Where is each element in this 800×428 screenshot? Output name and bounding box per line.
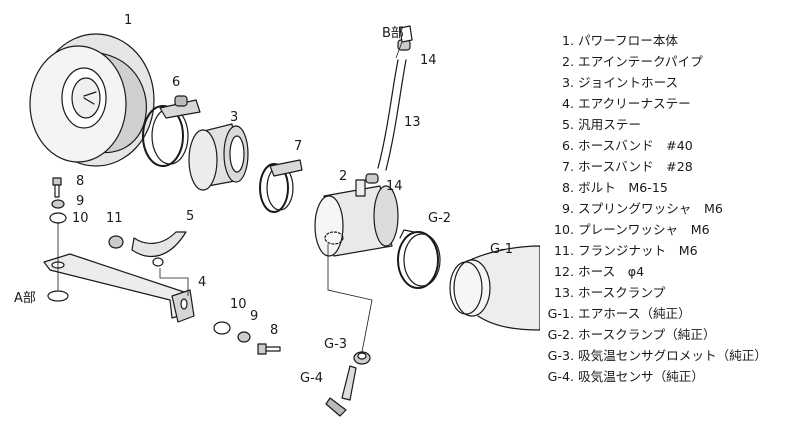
callout-b-part: B部 bbox=[382, 26, 404, 41]
intake-temp-sensor-grommet bbox=[353, 351, 371, 365]
parts-list-item: 3. ジョイントホース bbox=[561, 75, 679, 90]
parts-list-item: 1. パワーフロー本体 bbox=[561, 33, 679, 48]
joint-hose bbox=[188, 123, 249, 191]
genuine-hose-clamp bbox=[397, 229, 441, 289]
callout-4: 4 bbox=[198, 275, 206, 290]
callout-7: 7 bbox=[294, 139, 302, 154]
parts-list-item: G-3. 吸気温センサグロメット（純正） bbox=[547, 348, 767, 363]
callout-2: 2 bbox=[339, 169, 347, 184]
callout-g2: G-2 bbox=[428, 211, 451, 226]
parts-list-item: 12. ホース φ4 bbox=[553, 264, 645, 279]
callout-10-left: 10 bbox=[72, 211, 89, 226]
callout-9-left: 9 bbox=[76, 194, 84, 209]
callout-6: 6 bbox=[172, 75, 180, 90]
parts-list-item: G-1. エアホース（純正） bbox=[547, 306, 691, 321]
plain-washer-left bbox=[49, 212, 67, 224]
callout-14-bottom: 14 bbox=[386, 179, 403, 194]
hose-clip-bottom bbox=[365, 173, 379, 184]
callout-3: 3 bbox=[230, 110, 238, 125]
parts-list-item: 8. ボルト M6-15 bbox=[561, 180, 668, 195]
hose-13 bbox=[377, 59, 407, 171]
callout-g4: G-4 bbox=[300, 371, 323, 386]
callout-a-part: A部 bbox=[14, 291, 36, 306]
callout-9-right: 9 bbox=[250, 309, 258, 324]
callout-g3: G-3 bbox=[324, 337, 347, 352]
callout-10-right: 10 bbox=[230, 297, 247, 312]
callout-5: 5 bbox=[186, 209, 194, 224]
callout-11: 11 bbox=[106, 211, 123, 226]
plain-washer-right bbox=[213, 321, 231, 335]
parts-list-item: 9. スプリングワッシャ M6 bbox=[561, 201, 723, 216]
flange-nut bbox=[108, 235, 124, 249]
parts-list: 1. パワーフロー本体 2. エアインテークパイプ 3. ジョイントホース 4.… bbox=[534, 30, 800, 387]
parts-list-item: 5. 汎用ステー bbox=[561, 117, 641, 132]
part-a-marker bbox=[47, 290, 69, 302]
hose-band-28 bbox=[259, 159, 303, 213]
callout-14-top: 14 bbox=[420, 53, 437, 68]
parts-list-item: 4. エアクリーナステー bbox=[561, 96, 691, 111]
exploded-parts-diagram: 1 6 3 7 2 B部 14 13 14 G-2 G-1 8 9 10 11 … bbox=[14, 13, 540, 417]
callout-g1: G-1 bbox=[490, 242, 513, 257]
power-flow-body bbox=[29, 33, 155, 167]
spring-washer-right bbox=[237, 331, 251, 343]
leader-lines bbox=[57, 41, 403, 353]
parts-list-item: 7. ホースバンド #28 bbox=[561, 159, 693, 174]
parts-list-item: 2. エアインテークパイプ bbox=[561, 54, 703, 69]
parts-list-item: G-4. 吸気温センサ（純正） bbox=[547, 369, 704, 384]
callout-13: 13 bbox=[404, 115, 421, 130]
air-cleaner-stay bbox=[43, 253, 195, 323]
parts-list-item: 6. ホースバンド #40 bbox=[561, 138, 693, 153]
callout-8-left: 8 bbox=[76, 174, 84, 189]
hose-clip-top bbox=[397, 25, 413, 51]
parts-list-item: 11. フランジナット M6 bbox=[553, 243, 698, 258]
genuine-air-hose bbox=[449, 245, 540, 331]
intake-temp-sensor bbox=[325, 365, 357, 417]
air-intake-pipe bbox=[314, 179, 399, 257]
parts-list-item: G-2. ホースクランプ（純正） bbox=[547, 327, 716, 342]
spring-washer-left bbox=[51, 199, 65, 209]
parts-list-item: 13. ホースクランプ bbox=[553, 285, 666, 300]
parts-list-item: 10. プレーンワッシャ M6 bbox=[553, 222, 710, 237]
generic-stay bbox=[131, 231, 187, 267]
bolt-right bbox=[257, 343, 281, 355]
bolt-left bbox=[52, 177, 62, 198]
hose-band-40 bbox=[142, 95, 201, 167]
callout-1: 1 bbox=[124, 13, 132, 28]
callout-8-right: 8 bbox=[270, 323, 278, 338]
